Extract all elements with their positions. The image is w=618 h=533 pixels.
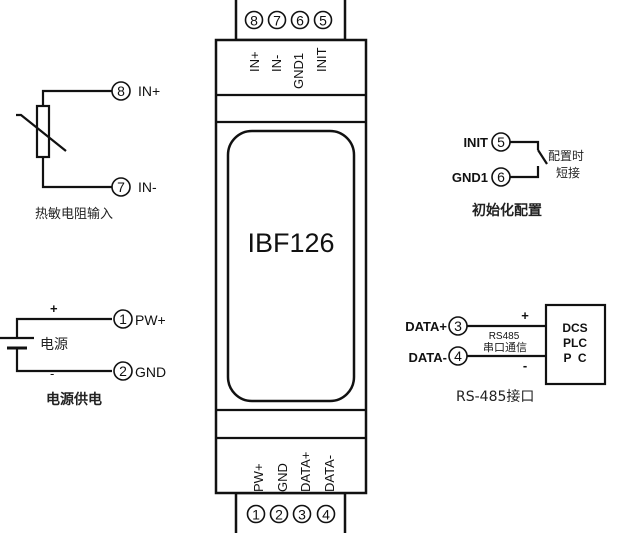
terminal-label-gnd1: GND1	[291, 53, 306, 89]
wire-pw-plus	[15, 317, 112, 338]
terminal-label-data-minus: DATA-	[322, 455, 337, 492]
init-caption: 初始化配置	[472, 202, 542, 219]
terminal-label-in-plus: IN+	[247, 51, 262, 72]
bottom-terminal-labels: PW+ GND DATA+ DATA-	[251, 452, 337, 492]
wire-in-plus	[41, 89, 112, 106]
terminal-number: 6	[296, 13, 304, 29]
top-terminal-labels: IN+ IN- GND1 INIT	[247, 47, 329, 89]
terminal-number: 1	[252, 507, 260, 523]
terminal-circle	[244, 10, 264, 30]
pin-number: 7	[117, 179, 125, 195]
pin-circle	[448, 346, 468, 366]
switch-note-line2: 短接	[556, 165, 580, 180]
terminal-circle	[246, 504, 266, 524]
thermistor-slash-icon	[16, 113, 67, 152]
pin-label: IN-	[138, 179, 157, 195]
pin-number: 1	[119, 311, 127, 327]
bus-label: RS485	[489, 331, 520, 342]
pin-number: 2	[119, 363, 127, 379]
terminal-circle	[316, 504, 336, 524]
pin-label: GND	[135, 364, 166, 380]
terminal-circle	[269, 504, 289, 524]
pin-circle	[111, 177, 131, 197]
terminal-label-init: INIT	[314, 47, 329, 72]
terminal-label-data-plus: DATA+	[298, 452, 313, 492]
rs485-caption: RS-485接口	[456, 388, 534, 405]
power-supply-section: + - 电源 1 2 PW+ GND 电源供电	[0, 301, 166, 408]
pin-number: 6	[497, 169, 505, 185]
wire-gnd	[15, 348, 112, 373]
thermistor-caption: 热敏电阻输入	[35, 206, 113, 222]
init-config-section: 5 6 INIT GND1 配置时 短接 初始化配置	[452, 132, 584, 219]
pin-number: 5	[497, 134, 505, 150]
terminal-number: 5	[319, 13, 327, 29]
terminal-circle	[290, 10, 310, 30]
terminal-label-pw-plus: PW+	[251, 463, 266, 492]
host-label: P C	[563, 351, 586, 365]
top-terminal-numbers: 8 7 6 5	[244, 10, 333, 30]
pin-number: 8	[117, 83, 125, 99]
terminal-number: 2	[275, 507, 283, 523]
pin-circle	[113, 361, 133, 381]
pin-label: IN+	[138, 83, 160, 99]
terminal-number: 8	[250, 13, 258, 29]
host-label: PLC	[563, 336, 587, 350]
pin-circle	[111, 81, 131, 101]
terminal-circle	[292, 504, 312, 524]
pin-label: DATA+	[405, 319, 447, 334]
rs485-section: 3 4 DATA+ DATA- + - RS485 串口通信 DCS PLC P…	[405, 303, 607, 405]
wire-in-minus	[41, 157, 112, 189]
terminal-number: 4	[322, 507, 330, 523]
bus-label-cn: 串口通信	[483, 341, 527, 354]
host-device-box	[544, 303, 607, 386]
terminal-circle	[313, 10, 333, 30]
switch-lever-icon	[537, 149, 548, 165]
host-label: DCS	[562, 321, 587, 335]
pin-label: GND1	[452, 170, 488, 185]
model-label: IBF126	[247, 228, 334, 258]
wire-gnd1	[510, 166, 540, 179]
terminal-label-gnd: GND	[275, 463, 290, 492]
pin-circle	[448, 316, 468, 336]
terminal-number: 7	[273, 13, 281, 29]
plus-sign: +	[50, 301, 58, 316]
minus-sign: -	[523, 358, 527, 373]
wire-init	[510, 140, 540, 150]
pin-label: DATA-	[408, 350, 447, 365]
power-source-label: 电源	[40, 337, 68, 353]
pin-circle	[491, 132, 511, 152]
module-body: IBF126	[214, 0, 368, 533]
pin-number: 4	[454, 348, 462, 364]
terminal-label-in-minus: IN-	[269, 55, 284, 72]
plus-sign: +	[521, 308, 529, 323]
display-window	[226, 129, 356, 403]
minus-sign: -	[50, 366, 54, 381]
pin-number: 3	[454, 318, 462, 334]
thermistor-input-section: 8 7 IN+ IN- 热敏电阻输入	[16, 81, 160, 222]
pin-label: INIT	[463, 135, 488, 150]
pin-circle	[491, 167, 511, 187]
switch-note-line1: 配置时	[548, 149, 584, 163]
terminal-number: 3	[298, 507, 306, 523]
terminal-circle	[267, 10, 287, 30]
pin-label: PW+	[135, 312, 166, 328]
pin-circle	[113, 309, 133, 329]
power-caption: 电源供电	[46, 391, 102, 408]
bottom-terminal-numbers: 1 2 3 4	[246, 504, 336, 524]
